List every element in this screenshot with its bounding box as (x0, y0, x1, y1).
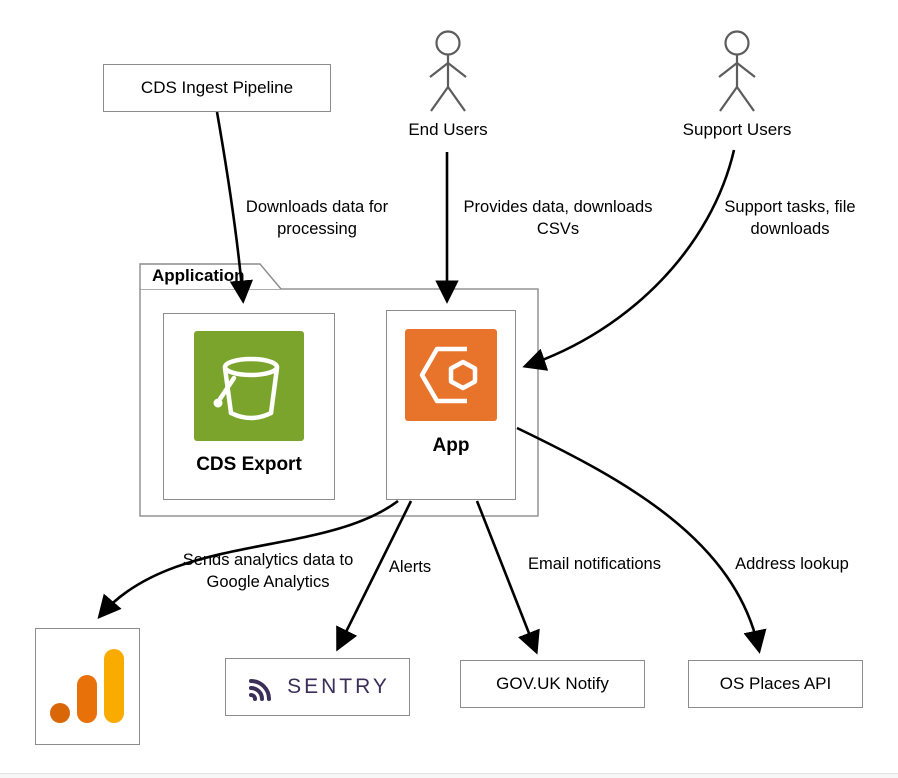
node-cds-ingest-pipeline: CDS Ingest Pipeline (103, 64, 331, 112)
edge-label-provides-data: Provides data, downloads CSVs (463, 198, 653, 238)
edge-app-to-google-analytics (97, 499, 399, 619)
node-govuk-notify: GOV.UK Notify (460, 660, 645, 708)
edge-support-users-to-app (522, 149, 736, 371)
edge-label-alerts: Alerts (388, 558, 432, 576)
support-users-person-icon (718, 30, 756, 112)
edge-app-to-notify (475, 500, 540, 655)
sentry-logo-icon (249, 679, 272, 701)
screen-bottom-edge (0, 773, 898, 778)
edge-app-to-sentry (336, 500, 413, 652)
edge-label-email-notifications: Email notifications (528, 555, 661, 573)
aws-s3-bucket-icon (194, 331, 304, 441)
node-app: App (386, 310, 516, 500)
os-places-api-label: OS Places API (719, 674, 832, 693)
support-users-label: Support Users (682, 120, 792, 139)
cds-ingest-pipeline-label: CDS Ingest Pipeline (140, 78, 294, 97)
end-users-person-icon (429, 30, 467, 112)
google-analytics-icon (49, 648, 124, 723)
application-boundary-label: Application (152, 266, 245, 285)
app-label: App (432, 435, 470, 456)
sentry-label: SENTRY (287, 675, 390, 698)
govuk-notify-label: GOV.UK Notify (496, 674, 609, 693)
cds-export-label: CDS Export (196, 454, 302, 475)
node-os-places-api: OS Places API (688, 660, 863, 708)
edge-label-downloads-data: Downloads data for processing (245, 198, 389, 238)
node-sentry: SENTRY (225, 658, 410, 716)
edge-label-support-tasks: Support tasks, file downloads (724, 198, 856, 238)
edge-label-analytics: Sends analytics data to Google Analytics (182, 551, 354, 591)
node-google-analytics (35, 628, 140, 745)
aws-ecs-icon (405, 329, 497, 421)
end-users-label: End Users (408, 120, 488, 139)
edge-label-address-lookup: Address lookup (735, 555, 849, 573)
node-cds-export: CDS Export (163, 313, 335, 500)
edge-app-to-os-places (516, 426, 767, 654)
edge-ingest-to-cds-export (215, 111, 254, 304)
